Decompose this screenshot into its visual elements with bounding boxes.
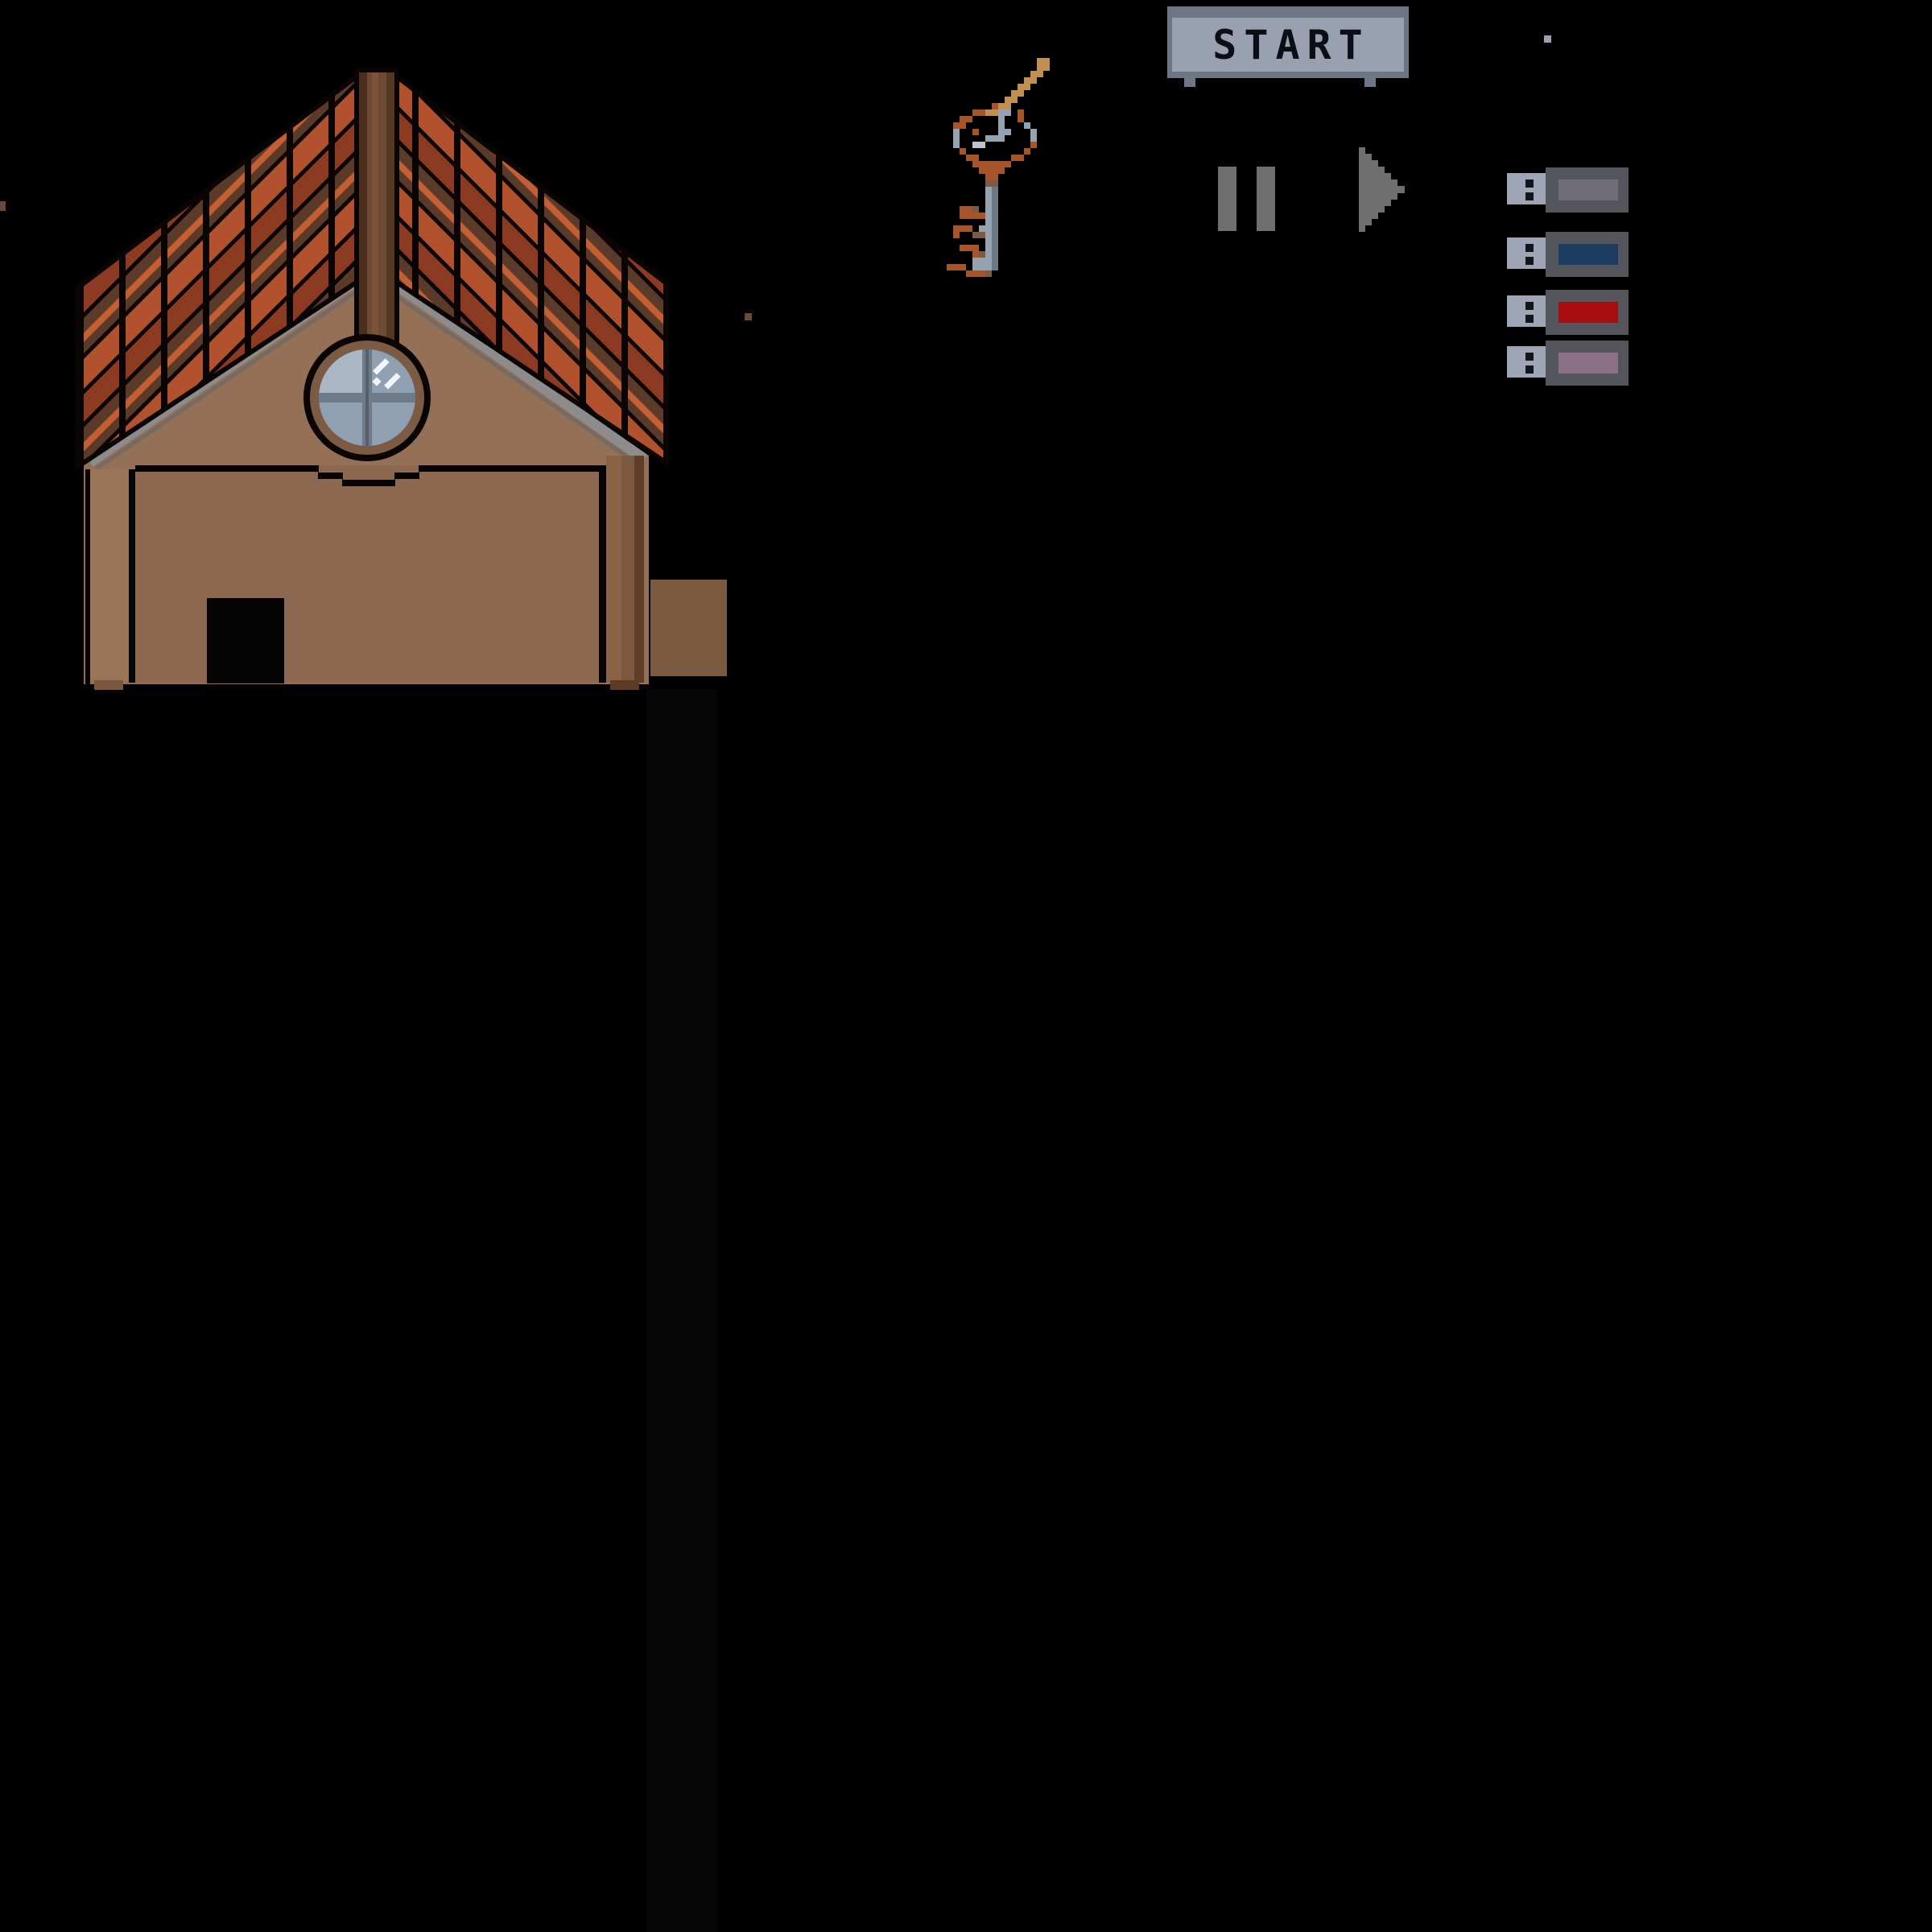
usb-hole — [1525, 353, 1534, 361]
usb-label-stripe — [1558, 302, 1618, 323]
usb-connector-icon — [1507, 237, 1546, 269]
window-sparkle — [372, 358, 401, 390]
door-top-outline — [135, 465, 600, 486]
start-button[interactable]: START — [1167, 6, 1409, 87]
round-window — [303, 334, 431, 461]
roof-right-gaps — [394, 74, 667, 463]
play-button[interactable] — [1359, 147, 1405, 232]
start-label: START — [1212, 21, 1370, 68]
pause-button[interactable] — [1218, 167, 1276, 231]
usb-hole — [1525, 244, 1534, 252]
pause-icon — [1218, 167, 1236, 231]
door-right-outline — [599, 465, 606, 683]
usb-hole — [1525, 315, 1534, 323]
usb-body — [1546, 290, 1629, 335]
background-strip — [646, 689, 716, 1932]
start-sign-foot — [1364, 78, 1376, 87]
usb-label-stripe — [1558, 244, 1618, 265]
shed — [650, 580, 727, 676]
dot-brown-edge — [0, 201, 6, 211]
usb-hole — [1525, 365, 1534, 374]
dot-brown — [745, 313, 752, 320]
usb-hole — [1525, 180, 1534, 188]
doorway[interactable] — [207, 598, 284, 683]
usb-connector-icon — [1507, 173, 1546, 204]
usb-hole — [1525, 302, 1534, 310]
usb-item-purple[interactable] — [1507, 341, 1629, 386]
usb-item-blue[interactable] — [1507, 232, 1629, 277]
door-panel — [135, 465, 600, 683]
usb-connector-icon — [1507, 295, 1546, 327]
usb-label-stripe — [1558, 353, 1618, 374]
house — [75, 68, 727, 690]
start-sign-foot — [1184, 78, 1195, 87]
play-icon — [1359, 147, 1405, 232]
post-gap — [129, 469, 135, 683]
usb-item-gray[interactable] — [1507, 167, 1629, 213]
usb-hole — [1525, 192, 1534, 200]
usb-body — [1546, 167, 1629, 213]
usb-item-red[interactable] — [1507, 290, 1629, 335]
usb-label-stripe — [1558, 180, 1618, 200]
start-panel: START — [1172, 18, 1404, 72]
left-post — [90, 469, 129, 682]
usb-body — [1546, 341, 1629, 386]
corner-strip — [606, 456, 644, 690]
usb-connector-icon — [1507, 346, 1546, 378]
pause-icon — [1257, 167, 1275, 231]
ridge-beam — [354, 68, 399, 372]
usb-hole — [1525, 257, 1534, 265]
star-gray — [1544, 35, 1551, 43]
key-item[interactable] — [947, 58, 1050, 277]
roof-left-gaps — [77, 74, 360, 467]
post-outline — [85, 469, 90, 684]
usb-body — [1546, 232, 1629, 277]
left-foot — [94, 680, 123, 690]
